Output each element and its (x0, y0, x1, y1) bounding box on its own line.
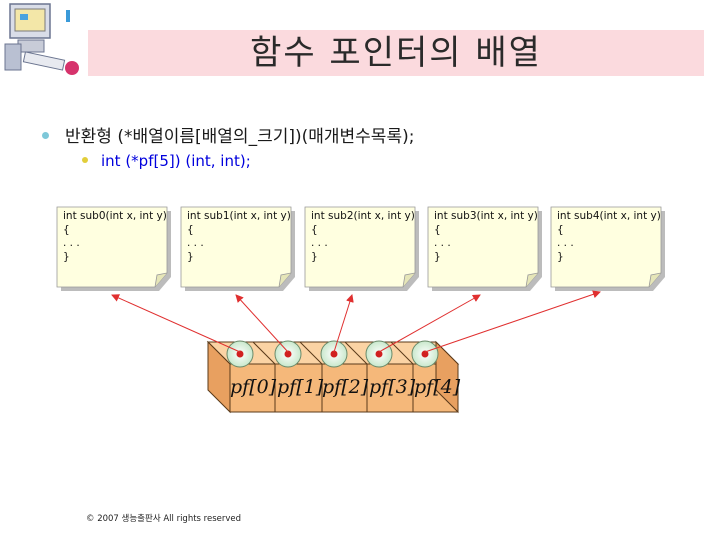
bullet-dot-icon (82, 156, 88, 163)
function-code: int sub3(int x, int y) { . . . } (434, 210, 538, 263)
function-code: int sub0(int x, int y) { . . . } (63, 210, 167, 263)
array-slot-label: pf[3] (369, 376, 416, 398)
function-note-sub1: int sub1(int x, int y) { . . . } (181, 207, 291, 287)
array-slot-label: pf[0] (230, 376, 277, 398)
function-note-sub3: int sub3(int x, int y) { . . . } (428, 207, 538, 287)
array-slot-label: pf[2] (322, 376, 369, 398)
computer-logo-icon (4, 3, 79, 75)
function-note-sub2: int sub2(int x, int y) { . . . } (305, 207, 415, 287)
function-code: int sub4(int x, int y) { . . . } (557, 210, 661, 263)
title-bar: 함수 포인터의 배열 (88, 30, 704, 76)
bullet-syntax-text: 반환형 (*배열이름[배열의_크기])(매개변수목록); (65, 127, 415, 147)
function-note-sub4: int sub4(int x, int y) { . . . } (551, 207, 661, 287)
bullet-dot-icon (42, 131, 49, 139)
bullet-syntax: 반환형 (*배열이름[배열의_크기])(매개변수목록); (42, 122, 414, 147)
function-code: int sub1(int x, int y) { . . . } (187, 210, 291, 263)
bullet-example: int (*pf[5]) (int, int); (82, 152, 251, 170)
pointer-discs (226, 340, 439, 368)
bullet-example-text: int (*pf[5]) (int, int); (101, 152, 251, 170)
page-title: 함수 포인터의 배열 (250, 33, 542, 73)
array-slot-label: pf[1] (277, 376, 324, 398)
copyright-footer: © 2007 생능출판사 All rights reserved (86, 514, 242, 524)
function-code: int sub2(int x, int y) { . . . } (311, 210, 415, 263)
function-note-sub0: int sub0(int x, int y) { . . . } (57, 207, 167, 287)
pointer-arrows (111, 290, 601, 353)
array-slot-label: pf[4] (414, 376, 461, 398)
